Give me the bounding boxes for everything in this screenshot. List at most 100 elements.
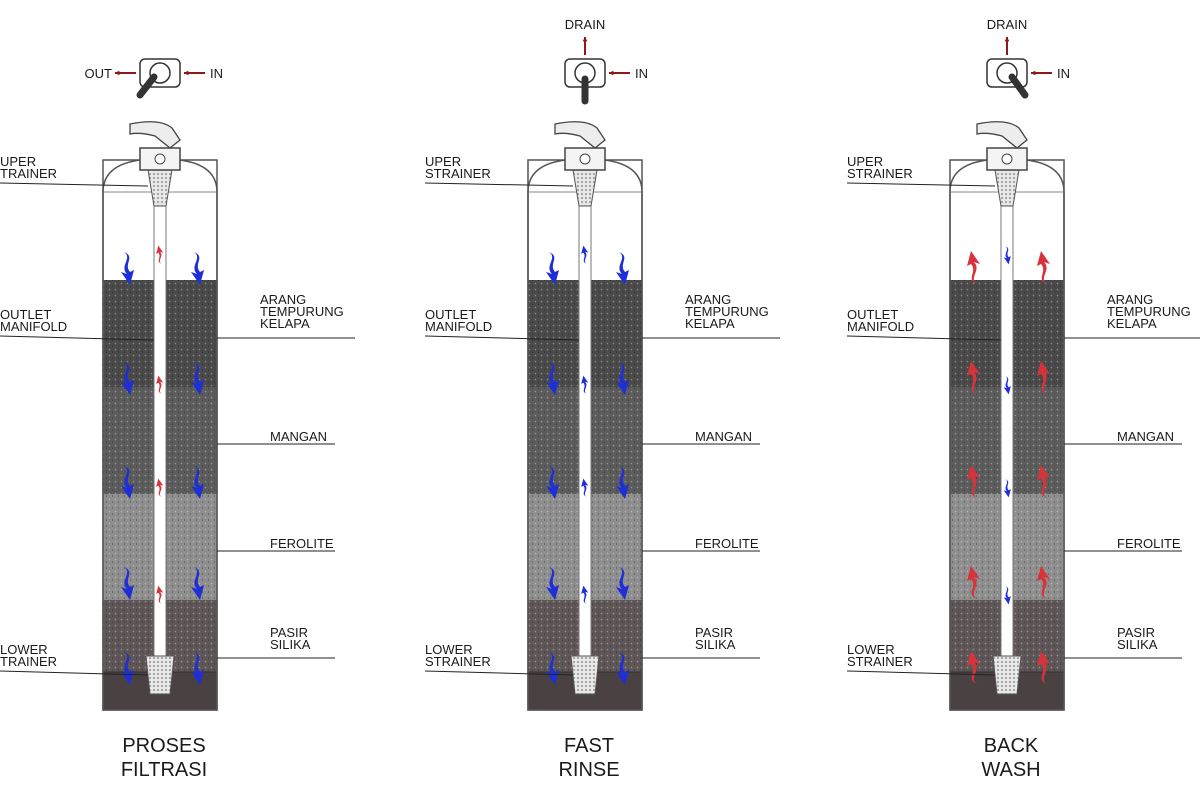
- flow-arrow: [121, 362, 134, 395]
- valve-lever: [1008, 73, 1029, 99]
- flow-arrow-shape: [967, 361, 980, 394]
- upper-strainer-label-line: UPER: [847, 154, 883, 169]
- lower-strainer-leader: [0, 670, 149, 676]
- in-label: IN: [1057, 66, 1070, 81]
- drain-arrow-head: [1004, 37, 1010, 42]
- outlet-manifold-label-line: OUTLET: [425, 307, 476, 322]
- valve-handle: [976, 121, 1028, 149]
- flow-arrow-shape: [191, 466, 204, 499]
- outlet-manifold-label-line: MANIFOLD: [847, 319, 914, 334]
- tank-caption-line: BACK: [984, 735, 1039, 757]
- tank-caption-line: WASH: [981, 759, 1040, 781]
- upper-strainer-label-line: UPER: [425, 154, 461, 169]
- flow-arrow-shape: [546, 466, 559, 499]
- flow-arrow-shape: [1037, 651, 1050, 684]
- flow-arrow-shape: [967, 251, 980, 284]
- pipe-flow-arrow-shape: [581, 375, 589, 394]
- flow-arrow-shape: [616, 567, 629, 600]
- pipe-flow-arrow: [581, 375, 589, 394]
- flow-arrow-shape: [1037, 566, 1050, 599]
- pipe-flow-arrow: [581, 478, 589, 497]
- flow-arrow-shape: [546, 252, 559, 285]
- pasir-silika-label-line: PASIR: [695, 625, 733, 640]
- outlet-manifold-leader: [0, 335, 155, 341]
- flow-arrow-shape: [546, 567, 559, 600]
- lower-strainer: [145, 655, 175, 695]
- flow-arrow: [1037, 465, 1050, 498]
- pasir-silika-label-line: SILIKA: [270, 637, 311, 652]
- drain-arrow-head: [582, 37, 588, 42]
- pipe-flow-arrow: [156, 245, 164, 264]
- flow-arrow: [191, 466, 204, 499]
- flow-arrow-shape: [616, 252, 629, 285]
- flow-arrow-shape: [121, 466, 134, 499]
- pasir-silika-label-line: PASIR: [1117, 625, 1155, 640]
- arang-label-line: TEMPURUNG: [1107, 304, 1191, 319]
- flow-arrow: [191, 252, 204, 285]
- pipe-flow-arrow: [1003, 479, 1011, 498]
- pipe-flow-arrow: [156, 375, 164, 394]
- flow-arrow-shape: [616, 652, 629, 685]
- lower-strainer: [992, 655, 1022, 695]
- flow-arrow: [967, 361, 980, 394]
- upper-strainer-label-line: TRAINER: [0, 166, 57, 181]
- flow-arrow-shape: [191, 362, 204, 395]
- flow-arrow: [967, 566, 980, 599]
- upper-strainer-leader: [0, 182, 149, 187]
- ferolite-label: FEROLITE: [270, 536, 334, 551]
- outlet-manifold-label-line: OUTLET: [0, 307, 51, 322]
- flow-arrow: [121, 567, 134, 600]
- arang-label-line: TEMPURUNG: [685, 304, 769, 319]
- flow-arrow: [546, 362, 559, 395]
- out-arrow-head: [115, 70, 120, 76]
- outlet-manifold-leader: [846, 335, 1002, 341]
- pipe-flow-arrow-shape: [581, 585, 589, 604]
- upper-strainer-leader: [424, 182, 574, 187]
- pipe-flow-arrow-shape: [1003, 586, 1011, 605]
- upper-strainer-leader: [846, 182, 996, 187]
- flow-arrow-shape: [121, 252, 134, 285]
- arang-label-line: ARANG: [685, 292, 731, 307]
- flow-arrow-shape: [121, 362, 134, 395]
- tank-caption-line: RINSE: [558, 759, 619, 781]
- flow-arrow: [546, 466, 559, 499]
- flow-arrow-shape: [191, 567, 204, 600]
- flow-arrow: [1037, 651, 1050, 684]
- lower-strainer: [570, 655, 600, 695]
- pipe-flow-arrow: [1003, 376, 1011, 395]
- lower-strainer-label-line: LOWER: [425, 642, 473, 657]
- flow-arrow: [1037, 566, 1050, 599]
- outlet-manifold-label-line: MANIFOLD: [0, 319, 67, 334]
- arang-label-line: TEMPURUNG: [260, 304, 344, 319]
- tank-caption-line: FILTRASI: [121, 759, 207, 781]
- valve-head-port: [154, 153, 166, 165]
- flow-arrow-shape: [121, 652, 134, 685]
- arang-label-line: KELAPA: [1107, 316, 1157, 331]
- arang-label-line: ARANG: [260, 292, 306, 307]
- pipe-flow-arrow: [1003, 246, 1011, 265]
- lower-strainer-label-line: TRAINER: [0, 654, 57, 669]
- upper-strainer-label-line: STRAINER: [425, 166, 491, 181]
- tank-caption-line: PROSES: [122, 735, 205, 757]
- pipe-flow-arrow: [581, 245, 589, 264]
- flow-arrow-shape: [546, 362, 559, 395]
- upper-strainer-label-line: STRAINER: [847, 166, 913, 181]
- flow-arrow-shape: [191, 252, 204, 285]
- valve-lever: [136, 73, 158, 99]
- flow-arrow: [1037, 251, 1050, 284]
- in-label: IN: [635, 66, 648, 81]
- in-arrow-head: [1031, 70, 1036, 76]
- flow-arrow-shape: [1037, 251, 1050, 284]
